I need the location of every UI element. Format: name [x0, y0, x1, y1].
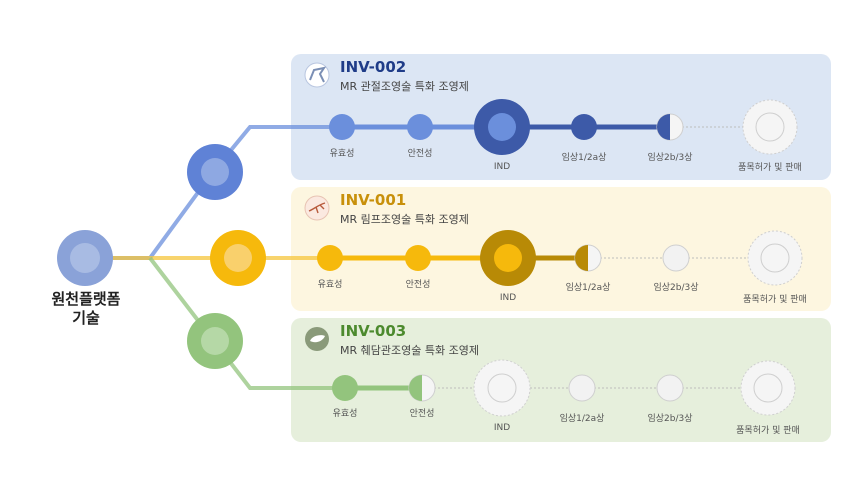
stage-node: [656, 374, 684, 402]
inv-001-panel: [291, 187, 831, 311]
root-label-line2: 기술: [72, 309, 100, 327]
inv-002-subtitle: MR 관절조영술 특화 조영제: [340, 80, 469, 93]
inv-003-title: INV-003: [340, 322, 407, 340]
stage-label: 안전성: [409, 409, 435, 419]
branch-node-inv-002: [187, 144, 243, 200]
stage-label: 유효성: [329, 149, 355, 159]
pancreas-logo-icon: [304, 326, 330, 352]
root-label-line1: 원천플랫폼: [51, 290, 121, 308]
lymph-logo-icon: [304, 195, 330, 221]
root-node: [57, 230, 113, 286]
inv-002-panel: [291, 54, 831, 180]
inv-003-panel: [291, 318, 831, 442]
inv-001-subtitle: MR 림프조영술 특화 조영제: [340, 213, 469, 226]
stage-label: 유효성: [317, 280, 343, 290]
stage-node: [317, 245, 343, 271]
stage-node: [568, 374, 596, 402]
inv-003-subtitle: MR 췌담관조영술 특화 조영제: [340, 344, 479, 357]
stage-node: [329, 114, 355, 140]
stage-node: [332, 375, 358, 401]
branch-node-inv-001: [210, 230, 266, 286]
inv-002-title: INV-002: [340, 58, 407, 76]
stage-label: 임상1/2a상: [561, 153, 607, 163]
stage-label: IND: [493, 423, 511, 433]
stage-label: 임상2b/3상: [653, 283, 699, 293]
inv-001-title: INV-001: [340, 191, 407, 209]
stage-label: 유효성: [332, 409, 358, 419]
stage-node: [405, 245, 431, 271]
stage-label: 품목허가 및 판매: [738, 163, 802, 173]
stage-node: [662, 244, 690, 272]
stage-label: 품목허가 및 판매: [736, 426, 800, 436]
branch-node-inv-003: [187, 313, 243, 369]
joint-logo-icon: [304, 62, 330, 88]
root-label: 원천플랫폼 기술: [40, 290, 132, 328]
stage-label: 품목허가 및 판매: [743, 295, 807, 305]
branch-line-inv-003: [148, 256, 345, 390]
stage-label: 안전성: [405, 280, 431, 290]
stage-label: 안전성: [407, 149, 433, 159]
stage-node: [407, 114, 433, 140]
stage-label: 임상2b/3상: [647, 414, 693, 424]
stage-label: IND: [499, 293, 517, 303]
stage-node: [571, 114, 597, 140]
stage-label: IND: [493, 162, 511, 172]
stage-label: 임상1/2a상: [565, 283, 611, 293]
stage-label: 임상1/2a상: [559, 414, 605, 424]
stage-label: 임상2b/3상: [647, 153, 693, 163]
